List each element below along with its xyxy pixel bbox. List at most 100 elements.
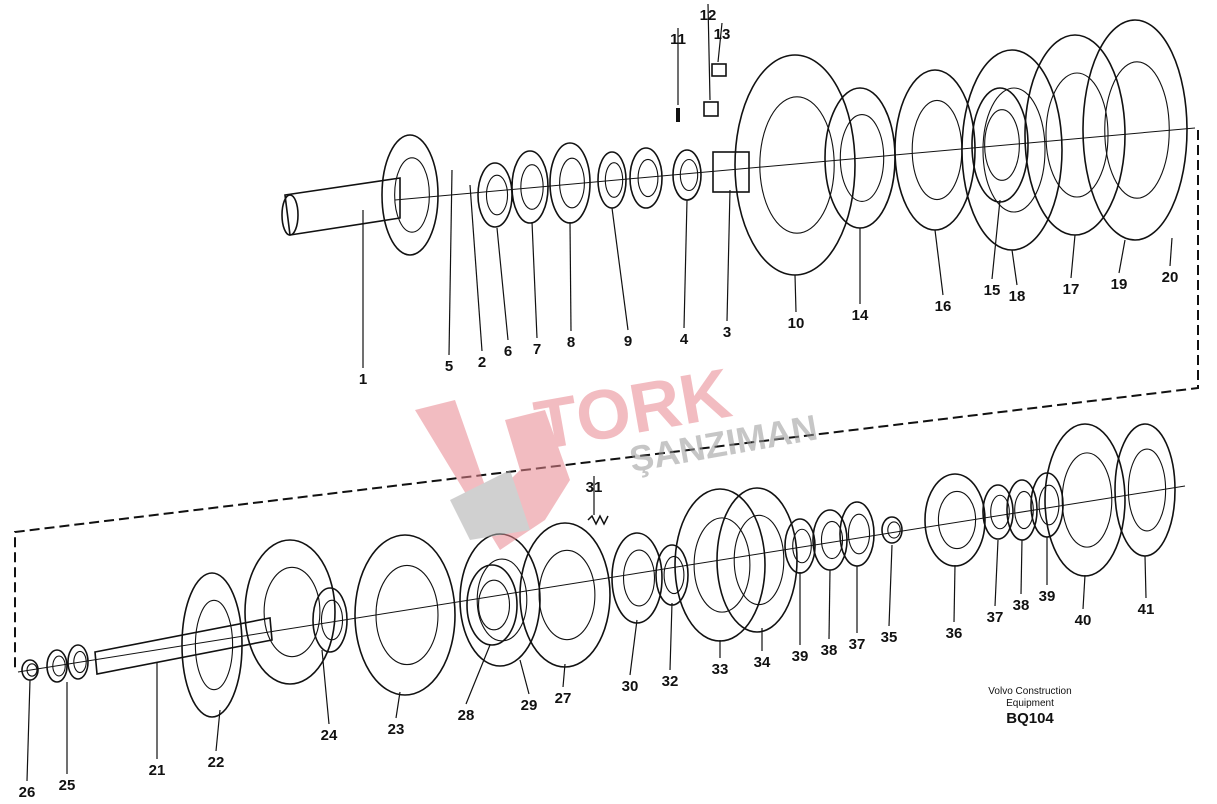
leader-line [994, 539, 999, 607]
leader-line [519, 659, 530, 695]
part-ring [244, 539, 336, 685]
spring [587, 514, 609, 526]
part-label-13: 13 [714, 26, 731, 43]
leader-line [569, 221, 572, 332]
part-label-2: 2 [478, 354, 486, 371]
part-label-22: 22 [208, 754, 225, 771]
part-label-10: 10 [788, 315, 805, 332]
output-shaft [94, 617, 273, 675]
part-ring [511, 150, 549, 224]
watermark-vm-mark [415, 400, 570, 550]
bolt [711, 63, 727, 77]
part-ring [466, 564, 518, 646]
part-label-15: 15 [984, 282, 1001, 299]
footer-company-2: Equipment [1006, 698, 1054, 709]
part-label-30: 30 [622, 678, 639, 695]
part-ring [312, 587, 348, 653]
leader-line [469, 184, 483, 352]
part-label-18: 18 [1009, 288, 1026, 305]
part-ring [611, 532, 663, 624]
part-label-31: 31 [586, 479, 603, 496]
part-label-39: 39 [1039, 588, 1056, 605]
part-ring [519, 522, 611, 668]
part-label-38: 38 [821, 642, 838, 659]
part-label-9: 9 [624, 333, 632, 350]
part-label-32: 32 [662, 673, 679, 690]
leader-line [496, 227, 509, 341]
part-label-1: 1 [359, 371, 367, 388]
leader-line [1070, 234, 1076, 279]
part-label-16: 16 [935, 298, 952, 315]
part-label-37: 37 [849, 636, 866, 653]
drawing-footer: Volvo Construction Equipment BQ104 [960, 686, 1100, 728]
part-label-19: 19 [1111, 276, 1128, 293]
leader-line [991, 199, 1001, 280]
part-ring [46, 649, 68, 683]
part-ring [971, 87, 1029, 203]
part-label-35: 35 [881, 629, 898, 646]
leader-line [1082, 574, 1086, 610]
leader-line [934, 229, 944, 296]
part-label-27: 27 [555, 690, 572, 707]
part-label-23: 23 [388, 721, 405, 738]
part-ring [734, 54, 856, 276]
part-label-26: 26 [19, 784, 36, 801]
leader-line [726, 189, 731, 322]
part-ring [881, 516, 903, 544]
leader-line [26, 679, 31, 782]
part-label-41: 41 [1138, 601, 1155, 618]
leader-line [707, 3, 711, 101]
part-ring [477, 162, 513, 228]
part-ring [924, 473, 986, 567]
leader-line [321, 649, 330, 725]
leader-line [953, 564, 956, 623]
part-label-29: 29 [521, 697, 538, 714]
leader-line [1169, 237, 1173, 267]
part-label-33: 33 [712, 661, 729, 678]
part-ring [839, 501, 875, 567]
part-label-5: 5 [445, 358, 453, 375]
part-ring [381, 134, 439, 256]
leader-line [1144, 555, 1147, 599]
part-label-7: 7 [533, 341, 541, 358]
part-label-17: 17 [1063, 281, 1080, 298]
leader-lines [26, 3, 1173, 782]
leader-line [794, 274, 797, 313]
leader-line [717, 22, 723, 63]
leader-line [562, 663, 566, 688]
part-label-24: 24 [321, 727, 338, 744]
part-ring [982, 484, 1014, 540]
part-label-39: 39 [792, 648, 809, 665]
part-label-8: 8 [567, 334, 575, 351]
bushing [712, 151, 750, 193]
part-ring [1082, 19, 1188, 241]
leader-line [888, 544, 893, 627]
leader-line [1118, 239, 1126, 274]
part-label-37: 37 [987, 609, 1004, 626]
dashed-connector [14, 130, 1199, 672]
part-ring [67, 644, 89, 680]
part-ring [1044, 423, 1126, 577]
part-label-38: 38 [1013, 597, 1030, 614]
part-label-34: 34 [754, 654, 771, 671]
leader-line [448, 169, 453, 356]
leader-line [683, 199, 688, 329]
input-shaft [284, 177, 401, 236]
leader-line [395, 691, 401, 719]
part-ring [1024, 34, 1126, 236]
part-label-14: 14 [852, 307, 869, 324]
part-label-25: 25 [59, 777, 76, 794]
part-label-11: 11 [670, 31, 686, 48]
part-ring [655, 544, 689, 606]
leader-line [465, 644, 491, 705]
part-label-12: 12 [700, 7, 717, 24]
leader-line [215, 709, 221, 752]
leader-line [669, 602, 673, 671]
leader-line [828, 569, 831, 640]
part-label-20: 20 [1162, 269, 1179, 286]
part-label-4: 4 [680, 331, 689, 348]
part-label-36: 36 [946, 625, 963, 642]
parts-group [21, 19, 1188, 718]
